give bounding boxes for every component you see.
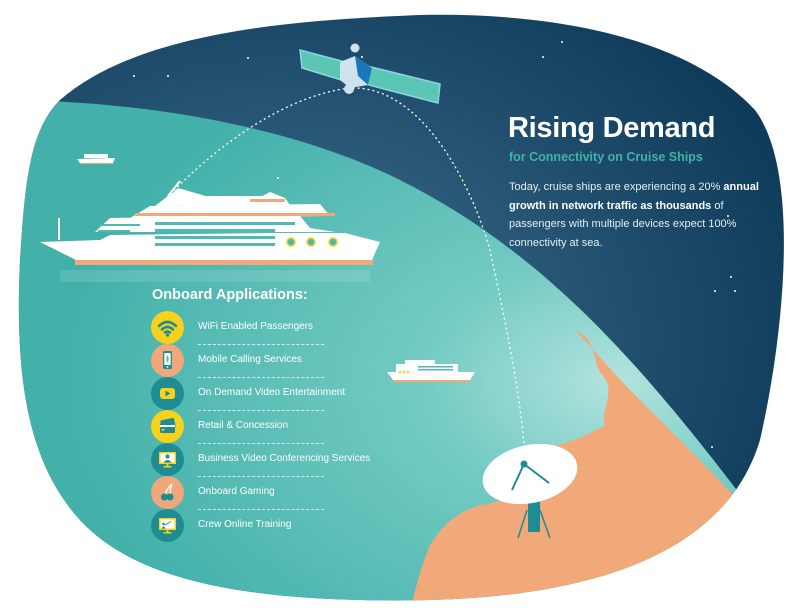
cruise-ship-small: [77, 154, 115, 164]
satellite-dish-icon: [482, 443, 578, 539]
mobile-phone-icon: [151, 344, 184, 377]
divider: [198, 344, 324, 345]
app-label: Business Video Conferencing Services: [198, 453, 371, 464]
cruise-ship-large: [40, 180, 380, 282]
video-play-icon: [151, 377, 184, 410]
satellite-icon: [299, 43, 441, 104]
intro-text-1: Today, cruise ships are experiencing a 2…: [509, 181, 721, 193]
app-label: Retail & Concession: [198, 420, 289, 431]
cruise-ship-medium: [387, 360, 475, 382]
app-label: WiFi Enabled Passengers: [198, 321, 314, 332]
intro-paragraph: Today, cruise ships are experiencing a 2…: [509, 178, 759, 252]
app-label: Mobile Calling Services: [198, 354, 302, 365]
list-item: On Demand Video Entertainment: [151, 377, 391, 411]
app-label: Onboard Gaming: [198, 486, 275, 497]
app-label: Crew Online Training: [198, 519, 292, 530]
list-item: Business Video Conferencing Services: [151, 443, 391, 477]
list-item: Mobile Calling Services: [151, 344, 391, 378]
divider: [198, 509, 324, 510]
credit-card-icon: [151, 410, 184, 443]
page-subtitle: for Connectivity on Cruise Ships: [509, 150, 703, 164]
list-item: WiFi Enabled Passengers: [151, 311, 391, 345]
divider: [198, 410, 324, 411]
applications-list: WiFi Enabled Passengers Mobile Calling S…: [151, 311, 391, 542]
page-title: Rising Demand: [508, 112, 716, 144]
video-conference-icon: [151, 443, 184, 476]
divider: [198, 476, 324, 477]
training-presentation-icon: [151, 509, 184, 542]
list-item: Retail & Concession: [151, 410, 391, 444]
list-item: Onboard Gaming: [151, 476, 391, 510]
divider: [198, 443, 324, 444]
wifi-icon: [151, 311, 184, 344]
intro-text-bold: annual growth in network traffic as thou…: [509, 181, 759, 212]
stars: [133, 41, 736, 448]
app-label: On Demand Video Entertainment: [198, 387, 346, 398]
applications-title: Onboard Applications:: [152, 287, 308, 303]
list-item: Crew Online Training: [151, 509, 391, 542]
intro-text-2: of passengers with multiple devices expe…: [509, 199, 737, 249]
cherries-icon: [151, 476, 184, 509]
divider: [198, 377, 324, 378]
